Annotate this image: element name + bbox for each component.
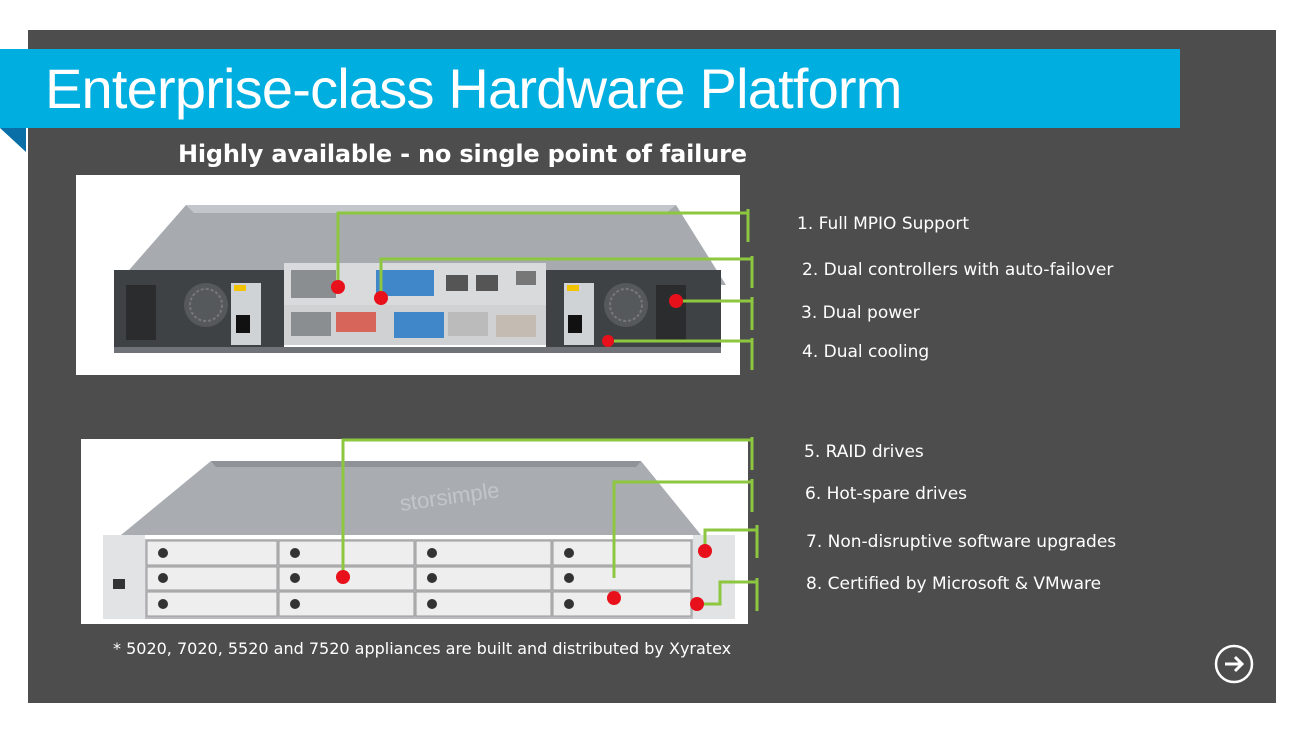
feature-3: 3. Dual power [801,303,920,323]
front-panel-right [693,535,735,619]
drive-trays [146,540,692,617]
feature-7: 7. Non-disruptive software upgrades [806,532,1117,552]
feature-2: 2. Dual controllers with auto-failover [802,260,1114,280]
slide-title: Enterprise-class Hardware Platform [45,57,902,120]
slide-subtitle: Highly available - no single point of fa… [178,140,747,168]
appliance-rear-image [76,175,740,375]
feature-8: 8. Certified by Microsoft & VMware [806,574,1102,594]
next-slide-button[interactable] [1214,644,1254,684]
banner-tab [0,128,26,152]
title-banner [0,49,1180,128]
feature-6: 6. Hot-spare drives [805,484,968,504]
appliance-front-image: storsimple [81,439,748,624]
arrow-right-circle-icon [1214,644,1254,684]
appliance-rear-drawing [114,205,726,353]
feature-1: 1. Full MPIO Support [797,214,970,234]
appliance-front-drawing: storsimple [103,461,735,619]
feature-5: 5. RAID drives [804,442,924,462]
footnote: * 5020, 7020, 5520 and 7520 appliances a… [113,639,732,658]
front-panel-left [103,535,145,619]
feature-4: 4. Dual cooling [802,342,930,362]
